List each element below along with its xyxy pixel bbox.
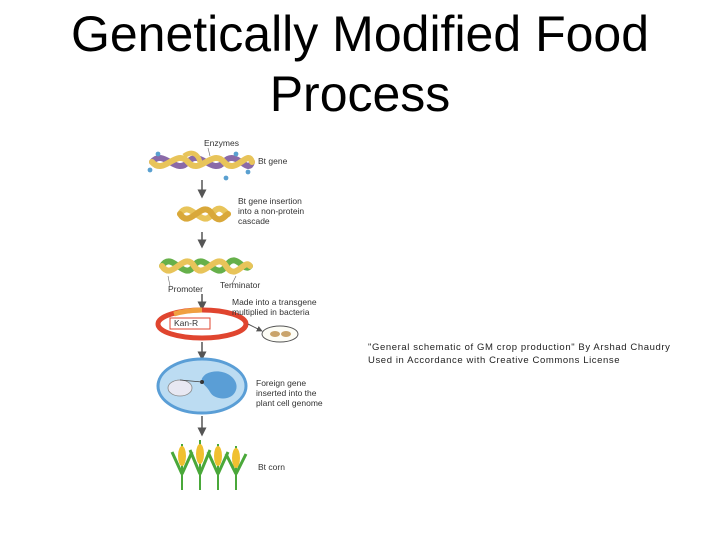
caption-line-2: Used in Accordance with Creative Commons… <box>368 355 621 366</box>
step-4-label-line-1: Foreign gene <box>256 378 306 388</box>
caption-line-1: "General schematic of GM crop production… <box>368 342 671 353</box>
enzyme-dot <box>223 175 229 181</box>
bacterium <box>281 331 291 337</box>
step-2-label-line-3: cascade <box>238 216 270 226</box>
enzymes-pointer <box>207 147 211 157</box>
step-2-label-line-2: into a non-protein <box>238 206 304 216</box>
step-5-corn-plants: Bt corn <box>170 440 285 490</box>
marker-label: Kan-R <box>174 318 198 328</box>
vacuole <box>201 371 237 399</box>
step-1-bt-gene: Enzymes Bt gene <box>147 138 288 181</box>
terminator-label: Terminator <box>220 280 260 290</box>
step-5-label: Bt corn <box>258 462 285 472</box>
nucleus <box>167 379 193 397</box>
enzyme-dot <box>155 151 161 157</box>
gm-crop-diagram: Enzymes Bt gene Bt gene insertion into a… <box>147 138 323 490</box>
terminator-pointer <box>231 275 237 285</box>
step-2-label-line-1: Bt gene insertion <box>238 196 302 206</box>
particle-track <box>179 379 203 383</box>
enzyme-dot <box>245 169 251 175</box>
enzyme-dot <box>233 151 239 157</box>
corn-plant <box>224 446 248 490</box>
step-3-label-line-1: Made into a transgene <box>232 297 317 307</box>
slide-title-line-2: Process <box>269 66 451 122</box>
promoter-label: Promoter <box>168 284 203 294</box>
step-2-gene-insertion: Bt gene insertion into a non-protein cas… <box>177 196 304 226</box>
plasmid-orange-segment <box>173 307 203 317</box>
transgene-construct: Promoter Terminator <box>159 257 260 294</box>
dna-helix-purple-yellow <box>149 150 255 169</box>
plant-cell <box>156 357 248 415</box>
slide-title-line-1: Genetically Modified Food <box>70 6 650 62</box>
enzyme-dot <box>147 167 153 173</box>
corn-plant <box>170 444 194 490</box>
slide-title: Genetically Modified Food Process <box>0 4 720 124</box>
corn-plant <box>188 440 212 490</box>
step-4-label-line-3: plant cell genome <box>256 398 323 408</box>
promoter-pointer <box>167 275 171 287</box>
step-3-label-line-2: multiplied in bacteria <box>232 307 310 317</box>
dna-helix-green-yellow <box>159 257 253 275</box>
step-4-plant-cell: Foreign gene inserted into the plant cel… <box>156 357 323 415</box>
step-3-plasmid: Kan-R Made into a transgene multiplied i… <box>155 297 317 343</box>
enzymes-label: Enzymes <box>204 138 239 148</box>
bacterium <box>270 331 280 337</box>
step-1-label: Bt gene <box>258 156 288 166</box>
dna-helix-yellow <box>177 205 231 223</box>
image-credit-caption: "General schematic of GM crop production… <box>368 341 670 367</box>
bacteria-arrow <box>247 323 263 332</box>
step-4-label-line-2: inserted into the <box>256 388 317 398</box>
marker-box <box>169 317 211 330</box>
